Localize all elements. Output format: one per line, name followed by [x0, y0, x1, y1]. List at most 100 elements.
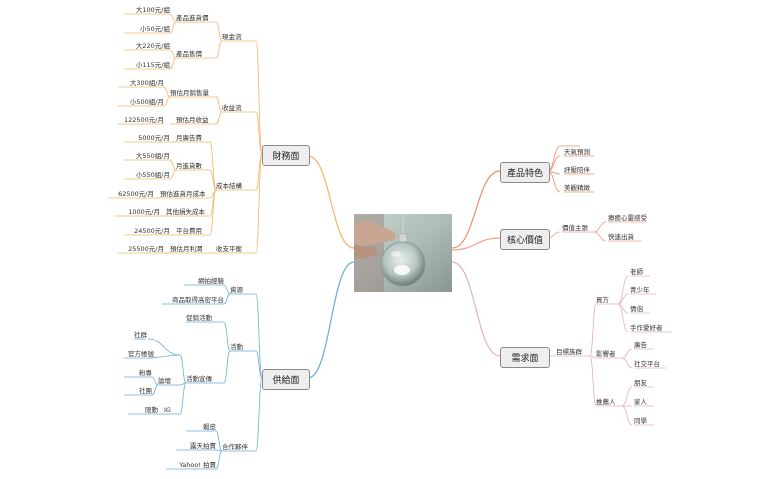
leaf-label: 老師: [630, 268, 643, 276]
leaf-label: 1000元/月: [128, 208, 160, 216]
connector-line: [621, 405, 633, 426]
connector-line: [593, 231, 607, 242]
leaf-label: 官方帳號: [128, 350, 154, 358]
connector-line: [169, 57, 177, 70]
glass-bottle-pendant-icon: [354, 214, 452, 292]
connector-line: [255, 293, 263, 379]
node-revenue: 收益流: [222, 104, 242, 112]
leaf-label: 粉專: [139, 369, 152, 377]
connector-line: [163, 96, 171, 107]
leaf-label: 大220元/組: [135, 42, 170, 50]
connector-line: [589, 355, 597, 407]
leaf-label: 大300組/月: [129, 79, 164, 87]
connector-line: [169, 159, 177, 171]
connector-line: [179, 354, 187, 384]
connector-line: [215, 96, 223, 113]
leaf-label: 廣告: [634, 341, 647, 349]
leaf-label: 美觀精緻: [564, 184, 590, 192]
node-est-purchase-cost: 預估進貨月成本: [160, 190, 206, 198]
leaf-label: 露天拍賣: [190, 442, 216, 450]
connector-line: [255, 377, 263, 452]
node-ig: IG: [164, 406, 171, 414]
connector-line: [255, 153, 263, 254]
leaf-label: 家人: [634, 398, 647, 406]
node-partners: 合作夥伴: [222, 443, 248, 451]
connector-line: [215, 111, 223, 125]
leaf-label: 天氣預測: [564, 148, 590, 156]
connector-line: [589, 355, 597, 359]
connector-line: [451, 237, 501, 251]
node-channels: 活動宣傳: [186, 375, 212, 383]
connector-line: [179, 382, 187, 415]
connector-line: [151, 384, 159, 396]
node-cash-flow: 現金流: [222, 33, 242, 41]
node-est-monthly-sales: 預估月銷售量: [170, 89, 209, 97]
leaf-label: 青少年: [630, 286, 650, 294]
leaf-label: 商品取得高密平台: [172, 296, 224, 304]
connector-line: [307, 155, 355, 249]
node-social: 社群: [134, 331, 147, 339]
node-product-price: 產品售價: [176, 50, 202, 58]
connector-line: [223, 284, 231, 295]
leaf-label: 療癒心靈感受: [608, 214, 647, 222]
node-resources: 資源: [230, 286, 243, 294]
leaf-label: 蝦皮: [203, 423, 216, 431]
connector-line: [223, 293, 231, 305]
node-rent: 月廣告費: [176, 134, 202, 142]
main-node-demand[interactable]: 需求面: [500, 347, 550, 368]
connector-line: [255, 40, 263, 155]
connector-line: [147, 338, 181, 356]
connector-line: [169, 13, 177, 23]
node-forum: 論壇: [158, 377, 171, 385]
node-other-loss: 其他損失成本: [166, 208, 205, 216]
node-promo: 促銷活動: [186, 314, 212, 322]
leaf-label: 小50元/組: [140, 25, 170, 33]
main-node-finance[interactable]: 財務面: [262, 145, 310, 166]
leaf-label: 小500組/月: [129, 98, 164, 106]
main-node-core-value[interactable]: 核心價值: [500, 229, 550, 250]
main-node-supply[interactable]: 供給面: [262, 369, 310, 390]
connector-line: [215, 430, 223, 452]
leaf-label: Yahoo! 拍賣: [179, 461, 216, 469]
node-est-monthly-profit: 預估月利潤: [170, 245, 203, 253]
leaf-label: 24500元/月: [134, 227, 170, 235]
node-value-proposition: 價值主張: [562, 224, 588, 232]
connector-line: [307, 261, 355, 379]
connector-line: [621, 348, 633, 359]
center-photo: [354, 214, 452, 292]
connector-line: [209, 169, 217, 191]
connector-line: [169, 21, 177, 34]
node-referrers: 推薦人: [596, 398, 616, 406]
node-product-cost: 產品進貨價: [176, 14, 209, 22]
leaf-label: 同學: [634, 417, 647, 425]
connector-line: [593, 221, 607, 233]
connector-line: [621, 386, 633, 407]
leaf-label: 朋友: [634, 379, 647, 387]
connector-line: [617, 303, 629, 333]
main-node-features[interactable]: 產品特色: [500, 162, 550, 183]
leaf-label: 社交平台: [634, 360, 660, 368]
connector-line: [215, 21, 223, 42]
connector-line: [255, 350, 263, 379]
connector-line: [209, 141, 217, 191]
node-est-monthly-revenue: 預估月收益: [176, 116, 209, 124]
leaf-label: 網拍經驗: [198, 277, 224, 285]
leaf-label: 25500元/月: [128, 245, 164, 253]
node-buyers: 買方: [596, 296, 609, 304]
leaf-label: 快速出貨: [608, 233, 634, 241]
connector-line: [589, 303, 597, 357]
connector-line: [169, 49, 177, 59]
leaf-label: 122500元/月: [123, 116, 164, 124]
connector-line: [163, 86, 171, 98]
connector-line: [209, 189, 217, 236]
leaf-label: 紓壓陪伴: [564, 166, 590, 174]
connector-line: [621, 357, 633, 369]
leaf-label: 情侶: [630, 305, 643, 313]
connector-line: [151, 376, 159, 386]
node-target-group: 目標族群: [556, 348, 582, 356]
leaf-label: 限動: [145, 406, 158, 414]
node-break-even: 收支平衡: [216, 245, 242, 253]
connector-line: [223, 321, 231, 352]
connector-line: [451, 170, 501, 249]
connector-line: [215, 40, 223, 59]
